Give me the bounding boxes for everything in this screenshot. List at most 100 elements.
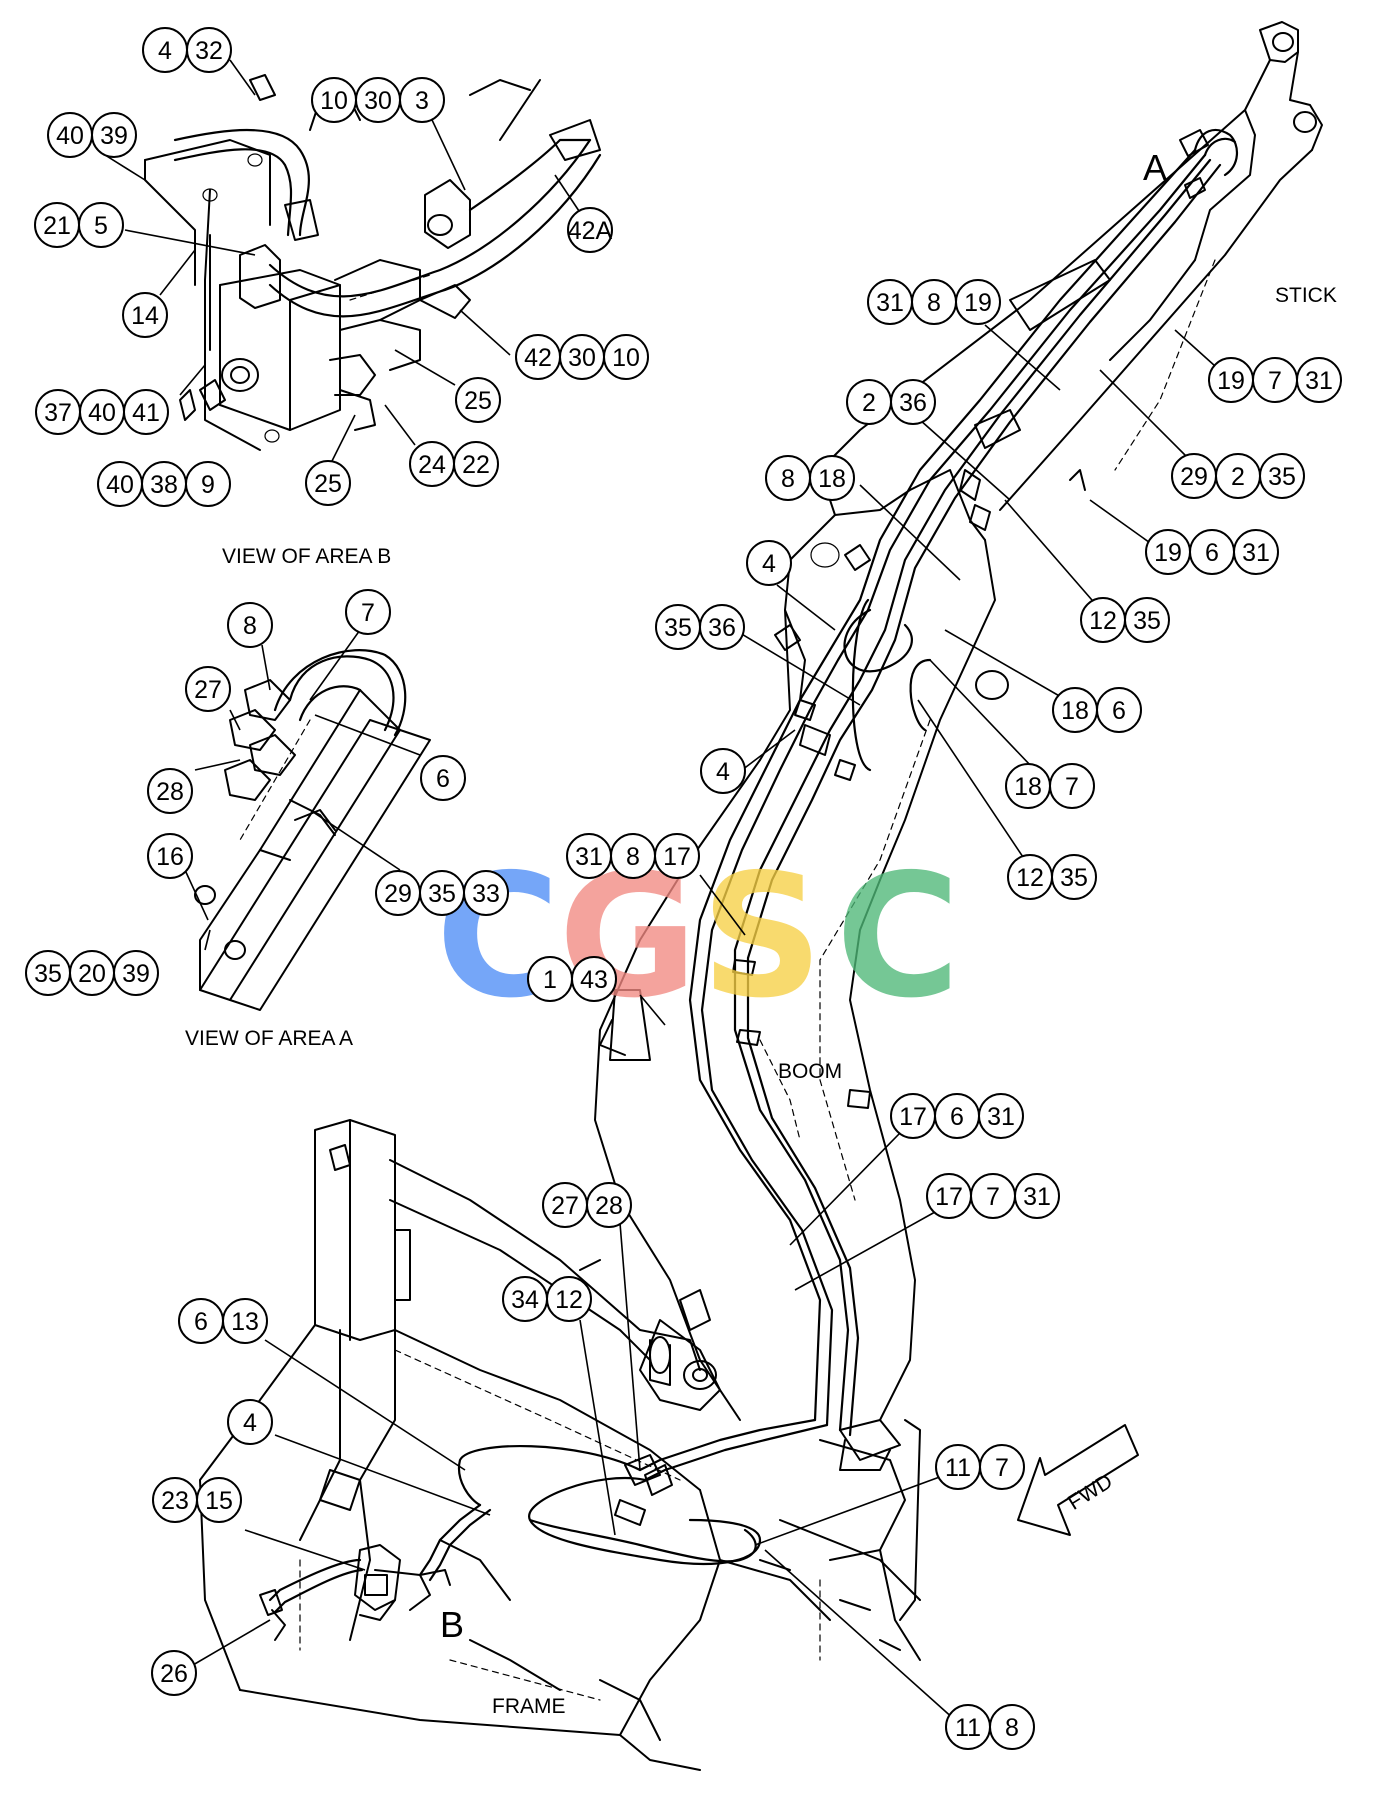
- callout-number: 29: [384, 880, 412, 908]
- callout-circle: [455, 377, 501, 423]
- callout-number: 34: [511, 1286, 539, 1314]
- line-art: [144, 21, 1323, 1771]
- callout-number: 5: [94, 212, 108, 240]
- callout-number: 4: [716, 758, 730, 786]
- callout-number: 6: [1205, 539, 1219, 567]
- callout-number: 17: [935, 1183, 963, 1211]
- callout-number: 17: [899, 1103, 927, 1131]
- callout-circle: [186, 27, 232, 73]
- callout-number: 40: [88, 399, 116, 427]
- callout-number: 42: [524, 344, 552, 372]
- callout-number: 8: [781, 465, 795, 493]
- callout-circle: [147, 833, 193, 879]
- callout-circle: [571, 956, 617, 1002]
- label-stick: STICK: [1275, 284, 1337, 307]
- callout-group: 6: [420, 755, 466, 801]
- callout-circle: [1233, 529, 1279, 575]
- callout-circle: [147, 768, 193, 814]
- callout-number: 27: [194, 676, 222, 704]
- watermark-letter: C: [836, 838, 961, 1036]
- callout-number: 35: [428, 880, 456, 908]
- callout-circle: [1259, 453, 1305, 499]
- callout-number: 8: [927, 289, 941, 317]
- caption-view-area-a: VIEW OF AREA A: [185, 1027, 353, 1050]
- callout-number: 35: [34, 960, 62, 988]
- callout-circle: [305, 460, 351, 506]
- area-b-detail-drawing: [144, 74, 602, 451]
- callout-number: 41: [132, 399, 160, 427]
- callout-number: 31: [575, 843, 603, 871]
- callout-number: 15: [205, 1487, 233, 1515]
- callout-circle: [185, 666, 231, 712]
- callout-number: 36: [899, 389, 927, 417]
- label-fwd: FWD: [1064, 1470, 1117, 1515]
- callout-circle: [890, 379, 936, 425]
- callout-circle: [809, 455, 855, 501]
- callout-number: 18: [1061, 697, 1089, 725]
- callout-circle: [151, 1650, 197, 1696]
- callout-circle: [654, 833, 700, 879]
- callout-number: 4: [762, 550, 776, 578]
- watermark-letter: C: [436, 838, 561, 1036]
- callout-number: 2: [1231, 463, 1245, 491]
- callout-number: 23: [161, 1487, 189, 1515]
- callout-number: 38: [150, 471, 178, 499]
- callout-group: 25: [305, 460, 351, 506]
- callout-circle: [399, 77, 445, 123]
- callout-number: 18: [1014, 773, 1042, 801]
- callout-circle: [546, 1276, 592, 1322]
- callout-number: 28: [595, 1192, 623, 1220]
- callout-group: 2 36: [846, 379, 936, 425]
- callout-number: 6: [950, 1103, 964, 1131]
- callout-number: 12: [1016, 864, 1044, 892]
- label-frame: FRAME: [492, 1695, 566, 1718]
- callout-group: 18 7: [1005, 763, 1095, 809]
- callout-number: 7: [1065, 773, 1079, 801]
- callout-number: 4: [243, 1409, 257, 1437]
- callout-number: 18: [818, 465, 846, 493]
- callout-circle: [1124, 597, 1170, 643]
- callout-number: 12: [1089, 607, 1117, 635]
- callout-number: 10: [612, 344, 640, 372]
- callout-circle: [196, 1477, 242, 1523]
- callout-number: 19: [964, 289, 992, 317]
- callout-number: 35: [1060, 864, 1088, 892]
- callout-number: 7: [995, 1454, 1009, 1482]
- callout-number: 6: [1112, 697, 1126, 725]
- callout-number: 31: [1023, 1183, 1051, 1211]
- callout-circle: [227, 1399, 273, 1445]
- callout-group: 8: [227, 602, 273, 648]
- callout-number: 3: [415, 87, 429, 115]
- callout-group: 26: [151, 1650, 197, 1696]
- callout-group: 28: [147, 768, 193, 814]
- callout-group: 12 35: [1007, 854, 1097, 900]
- callout-number: 35: [664, 614, 692, 642]
- callout-group: 14: [122, 292, 168, 338]
- callout-circle: [567, 207, 613, 253]
- callout-circle: [700, 748, 746, 794]
- callout-number: 8: [1005, 1714, 1019, 1742]
- callout-number: 7: [361, 599, 375, 627]
- leader-lines: [104, 59, 1226, 1721]
- callout-number: 19: [1217, 367, 1245, 395]
- area-a-marker: A: [1143, 147, 1167, 188]
- callout-group: 42A: [567, 207, 613, 253]
- callout-circle: [978, 1093, 1024, 1139]
- callout-number: 7: [986, 1183, 1000, 1211]
- callout-number: 2: [862, 389, 876, 417]
- callout-number: 42A: [568, 217, 613, 245]
- callout-circle: [955, 279, 1001, 325]
- callout-circle: [586, 1182, 632, 1228]
- callout-number: 11: [945, 1454, 971, 1482]
